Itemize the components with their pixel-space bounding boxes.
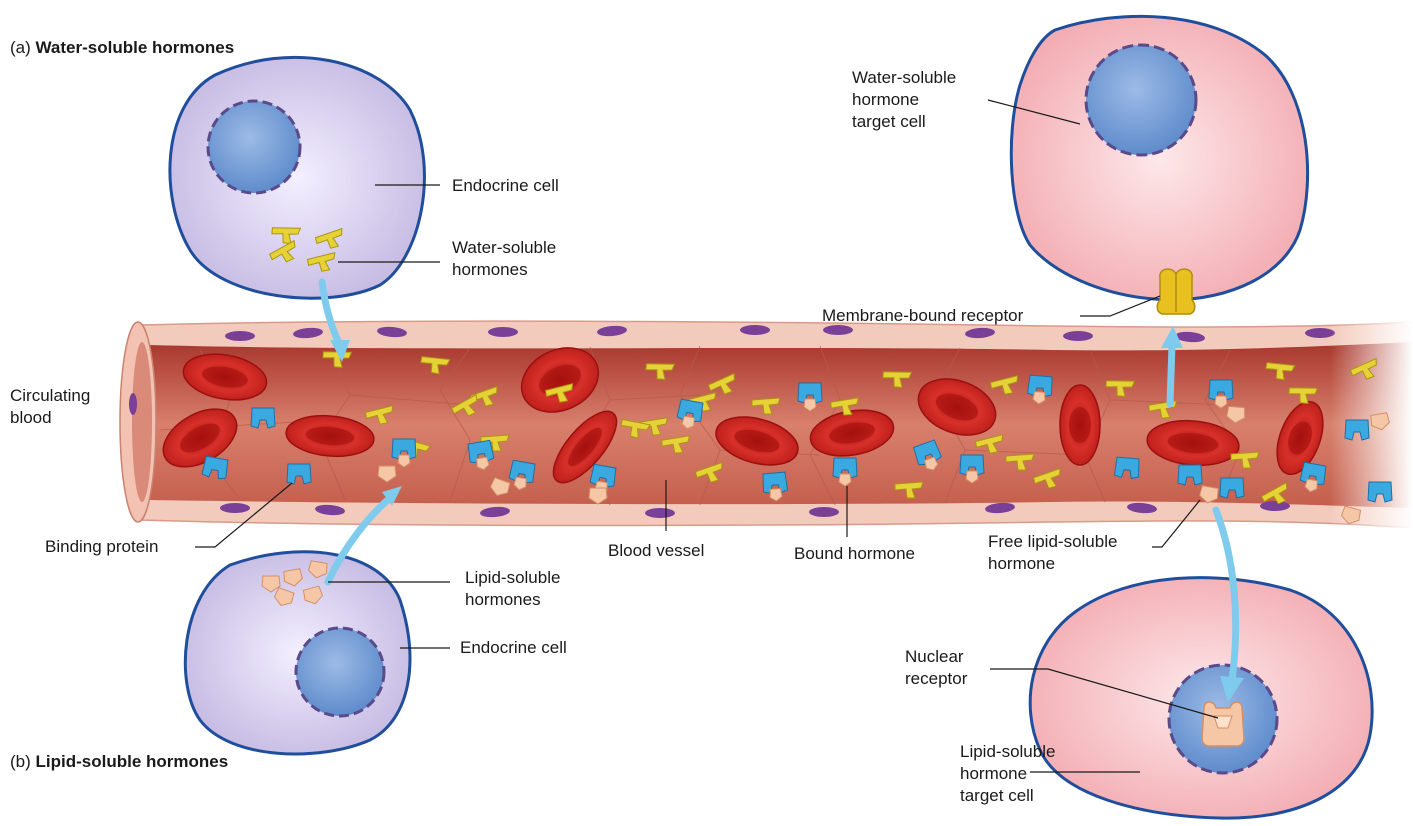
nuclear-receptor-shape <box>1202 702 1244 746</box>
label-line: hormones <box>465 589 560 611</box>
label-line: Bound hormone <box>794 543 915 565</box>
label-lipid-target-cell: Lipid-soluble hormone target cell <box>960 741 1055 807</box>
label-line: Lipid-soluble <box>465 567 560 589</box>
label-lipid-soluble-hormones: Lipid-soluble hormones <box>465 567 560 611</box>
label-line: hormone <box>960 763 1055 785</box>
section-b-title: Lipid-soluble hormones <box>36 752 229 771</box>
red-blood-cell-center <box>1069 407 1091 443</box>
label-line: target cell <box>960 785 1055 807</box>
label-endocrine-cell-bottom: Endocrine cell <box>460 637 567 659</box>
endothelial-nucleus <box>809 507 839 517</box>
label-nuclear-receptor: Nuclear receptor <box>905 646 967 690</box>
label-line: Binding protein <box>45 536 158 558</box>
endothelial-nucleus <box>645 508 675 518</box>
arrow-to-membrane-receptor <box>1170 345 1172 404</box>
label-blood-vessel: Blood vessel <box>608 540 704 562</box>
label-membrane-receptor: Membrane-bound receptor <box>822 305 1023 327</box>
membrane-bound-receptor-shape <box>1157 269 1195 314</box>
label-water-soluble-hormones: Water-soluble hormones <box>452 237 556 281</box>
label-free-lipid-hormone: Free lipid-soluble hormone <box>988 531 1117 575</box>
section-b-heading: (b) Lipid-soluble hormones <box>10 752 228 772</box>
endothelial-nucleus <box>225 331 255 341</box>
lipid-soluble-target-cell <box>1030 578 1372 819</box>
section-b-prefix: (b) <box>10 752 31 771</box>
label-line: Membrane-bound receptor <box>822 305 1023 327</box>
label-endocrine-cell-top: Endocrine cell <box>452 175 559 197</box>
label-line: blood <box>10 407 90 429</box>
endothelial-nucleus <box>740 325 770 335</box>
vessel-opening-inner <box>132 342 152 502</box>
label-line: Blood vessel <box>608 540 704 562</box>
label-bound-hormone: Bound hormone <box>794 543 915 565</box>
red-blood-cell <box>1060 385 1100 465</box>
label-line: target cell <box>852 111 956 133</box>
section-a-prefix: (a) <box>10 38 31 57</box>
label-line: Water-soluble <box>452 237 556 259</box>
water-soluble-target-cell <box>1011 16 1307 314</box>
endothelial-nucleus <box>488 327 518 337</box>
label-line: hormone <box>988 553 1117 575</box>
label-line: receptor <box>905 668 967 690</box>
label-line: Water-soluble <box>852 67 956 89</box>
label-line: Lipid-soluble <box>960 741 1055 763</box>
label-water-target-cell: Water-soluble hormone target cell <box>852 67 956 133</box>
endothelial-nucleus <box>220 503 250 513</box>
label-line: Free lipid-soluble <box>988 531 1117 553</box>
label-line: Circulating <box>10 385 90 407</box>
section-a-heading: (a) Water-soluble hormones <box>10 38 234 58</box>
label-line: Endocrine cell <box>460 637 567 659</box>
endothelial-nucleus <box>1260 501 1290 511</box>
label-circulating-blood: Circulating blood <box>10 385 90 429</box>
vessel-opening-nucleus <box>129 393 137 415</box>
label-line: Nuclear <box>905 646 967 668</box>
section-a-title: Water-soluble hormones <box>36 38 235 57</box>
label-binding-protein: Binding protein <box>45 536 158 558</box>
label-line: hormone <box>852 89 956 111</box>
endothelial-nucleus <box>1063 331 1093 341</box>
label-line: Endocrine cell <box>452 175 559 197</box>
label-line: hormones <box>452 259 556 281</box>
